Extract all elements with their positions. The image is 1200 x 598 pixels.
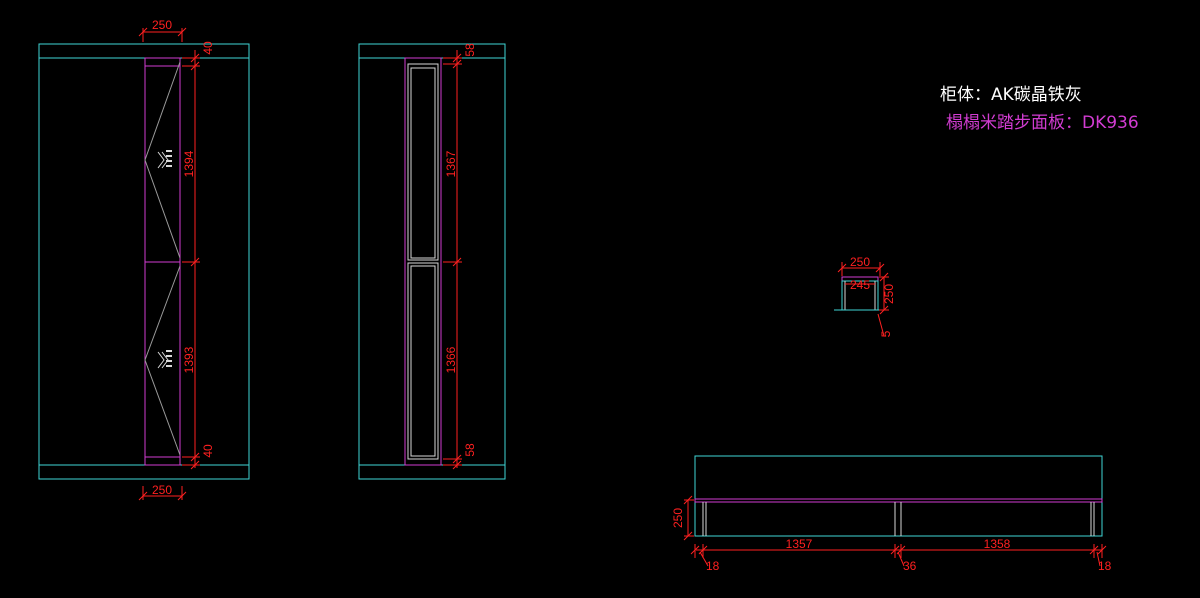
plan-left-bay-label: 1357	[786, 537, 813, 551]
left-bottom-width-label: 250	[152, 483, 172, 497]
plan-right-edge-label: 18	[1098, 559, 1112, 573]
left-bottom-width-dimension: 250	[138, 483, 187, 501]
middle-lower-section-label: 1366	[444, 346, 458, 373]
section-detail: 250 245 250 5	[834, 255, 896, 337]
detail-offset-label: 5	[879, 330, 893, 337]
left-bottom-gap-label: 40	[201, 444, 215, 458]
plan-tread-panel	[694, 498, 1103, 503]
detail-height-label: 250	[882, 284, 896, 304]
left-top-gap-label: 40	[201, 41, 215, 55]
left-top-width-dimension: 250	[138, 18, 187, 42]
middle-vertical-dimension-chain	[443, 50, 462, 470]
left-lower-section-label: 1393	[182, 346, 196, 373]
left-upper-swing-lines	[144, 61, 181, 259]
middle-upper-door-frame	[407, 63, 439, 261]
middle-upper-door-inner	[410, 67, 436, 259]
middle-elevation: 58 1367 1366 58	[358, 43, 506, 480]
middle-upper-section-label: 1367	[444, 150, 458, 177]
lower-handle-icon	[157, 350, 172, 369]
tread-panel-note: 榻榻米踏步面板：DK936	[946, 113, 1139, 133]
upper-handle-icon	[157, 150, 172, 169]
plan-height-label: 250	[671, 508, 685, 528]
left-upper-section-label: 1394	[182, 150, 196, 177]
middle-lower-door-inner	[410, 265, 436, 457]
left-lower-swing-lines	[144, 265, 181, 456]
middle-bottom-gap-label: 58	[463, 443, 477, 457]
cabinet-material-note: 柜体：AK碳晶铁灰	[940, 85, 1082, 105]
left-cabinet-outline	[38, 43, 250, 480]
middle-top-gap-label: 58	[463, 43, 477, 57]
plan-right-bay-label: 1358	[984, 537, 1011, 551]
plan-view: 250 1357 1358 18 36 18	[671, 455, 1112, 573]
middle-cabinet-outline	[358, 43, 506, 480]
plan-outline	[694, 455, 1103, 537]
left-top-width-label: 250	[152, 18, 172, 32]
left-elevation: 250 250 40 1394 1393 40	[38, 18, 250, 501]
middle-door-panel	[404, 57, 442, 466]
detail-inner-width-label: 245	[850, 278, 870, 292]
plan-left-edge-label: 18	[706, 559, 720, 573]
middle-lower-door-frame	[407, 262, 439, 460]
detail-outer-width-label: 250	[850, 255, 870, 269]
left-vertical-dimension-chain	[182, 50, 200, 470]
plan-middle-divider-label: 36	[903, 559, 917, 573]
